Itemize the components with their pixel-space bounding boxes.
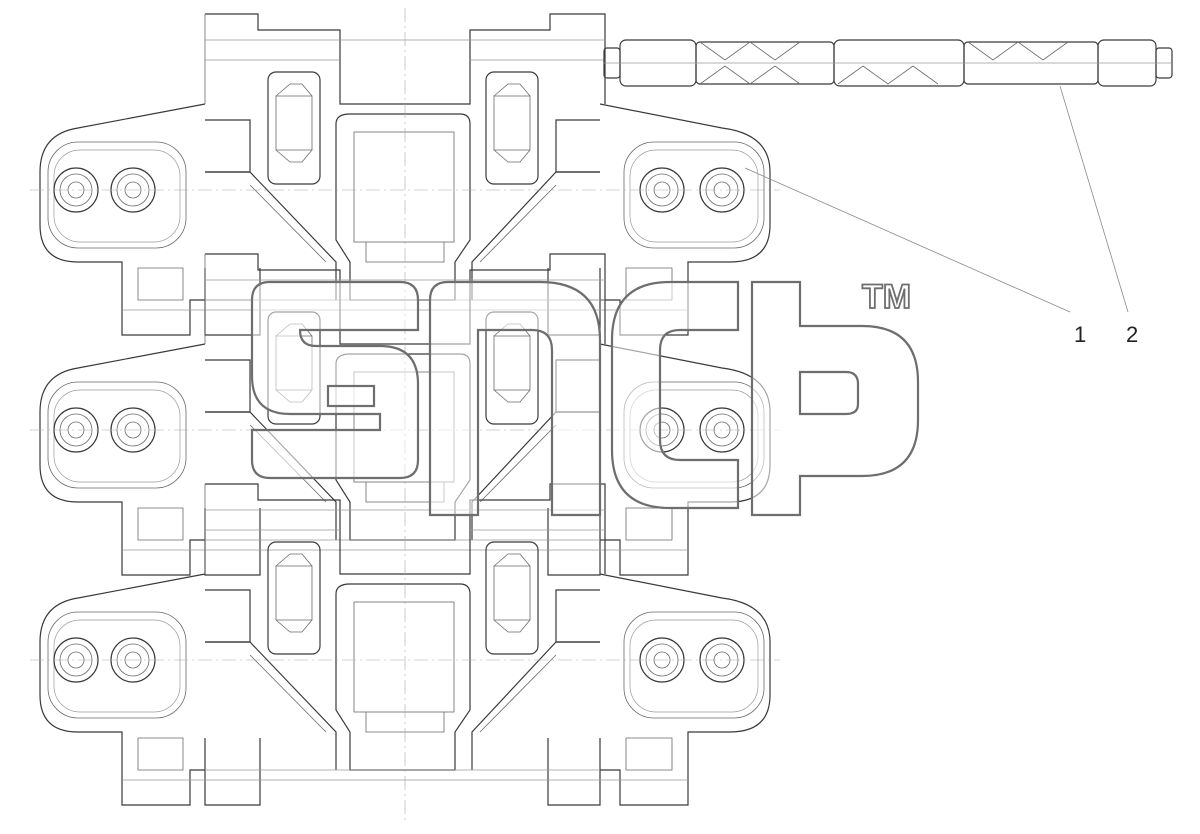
trademark-mark: TM [862, 278, 911, 316]
callout-2: 2 [1126, 322, 1138, 347]
leader-lines [744, 85, 1129, 313]
callout-1: 1 [1074, 322, 1086, 347]
watermark-logo: TM [250, 277, 920, 517]
track-pin [603, 39, 1173, 87]
